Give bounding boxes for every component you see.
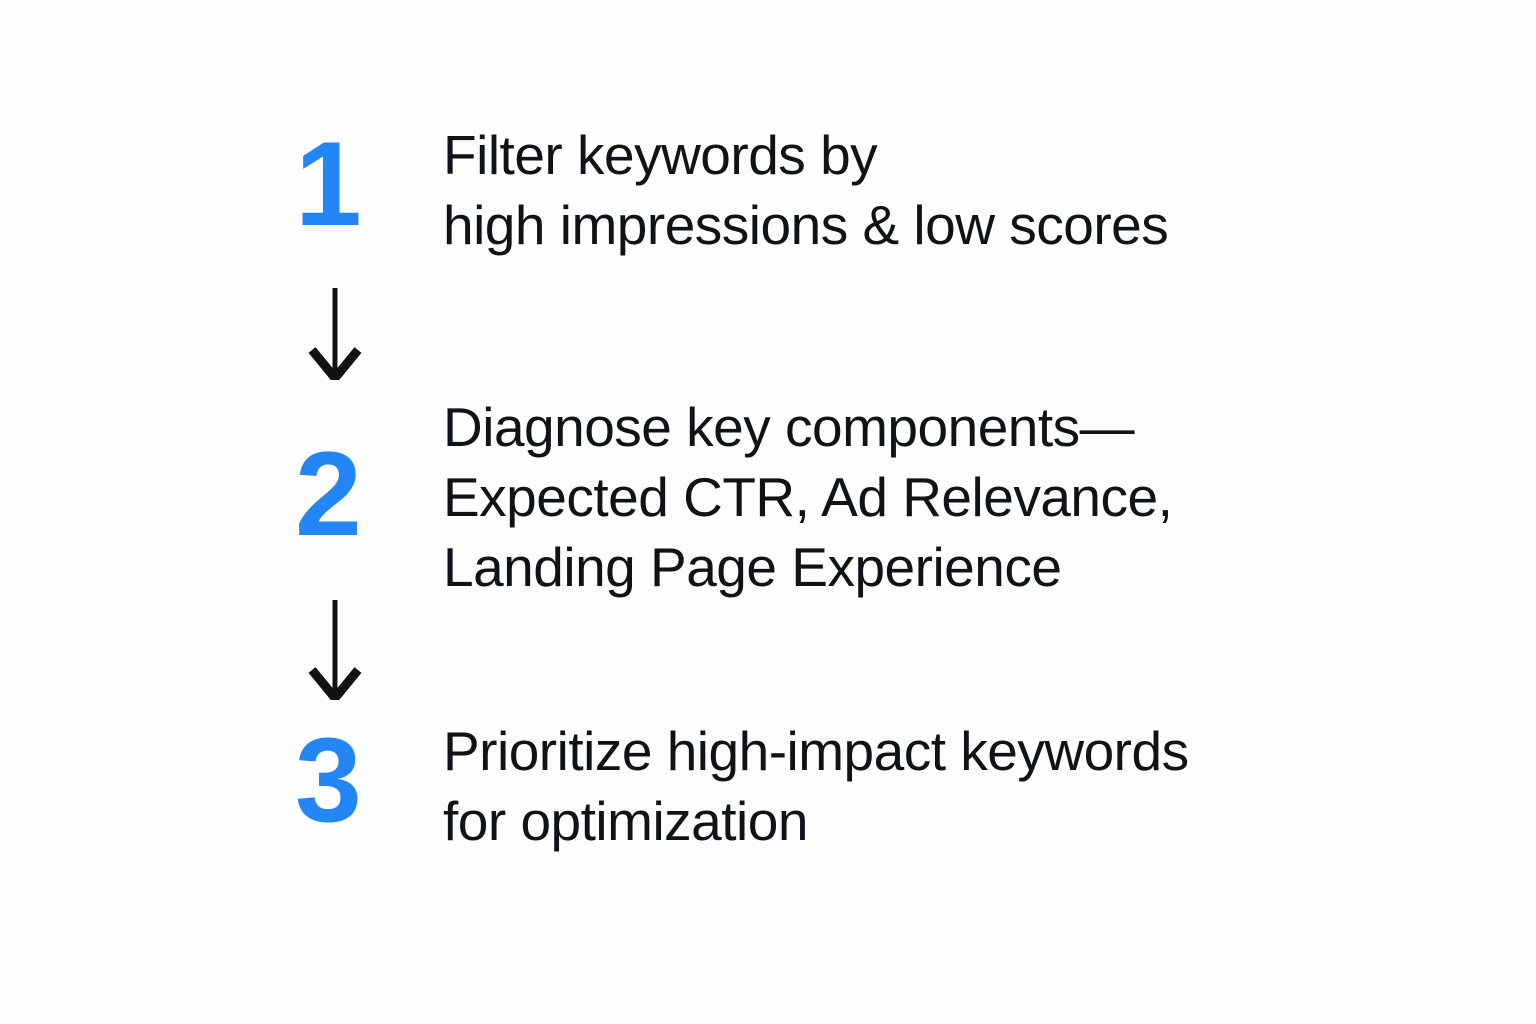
arrow-step-1-to-2 xyxy=(300,288,370,380)
step-number-1: 1 xyxy=(295,117,362,251)
step-number-3: 3 xyxy=(295,713,362,847)
step-3-line-2: for optimization xyxy=(443,790,808,852)
arrow-down-icon xyxy=(308,288,362,380)
step-item-2: 2 Diagnose key components— Expected CTR,… xyxy=(283,392,1173,602)
step-item-1: 1 Filter keywords by high impressions & … xyxy=(283,117,1169,260)
step-2-line-3: Landing Page Experience xyxy=(443,536,1062,598)
step-2-line-2: Expected CTR, Ad Relevance, xyxy=(443,466,1173,528)
step-1-line-1: Filter keywords by xyxy=(443,124,878,186)
step-text-3: Prioritize high-impact keywords for opti… xyxy=(443,716,1189,856)
step-2-line-1: Diagnose key components— xyxy=(443,396,1135,458)
step-text-1: Filter keywords by high impressions & lo… xyxy=(443,120,1169,260)
step-item-3: 3 Prioritize high-impact keywords for op… xyxy=(283,712,1189,856)
step-1-line-2: high impressions & low scores xyxy=(443,194,1169,256)
arrow-step-2-to-3 xyxy=(300,600,370,700)
step-number-2: 2 xyxy=(295,427,362,561)
step-3-line-1: Prioritize high-impact keywords xyxy=(443,720,1189,782)
step-text-2: Diagnose key components— Expected CTR, A… xyxy=(443,392,1173,602)
arrow-down-icon xyxy=(308,600,362,700)
